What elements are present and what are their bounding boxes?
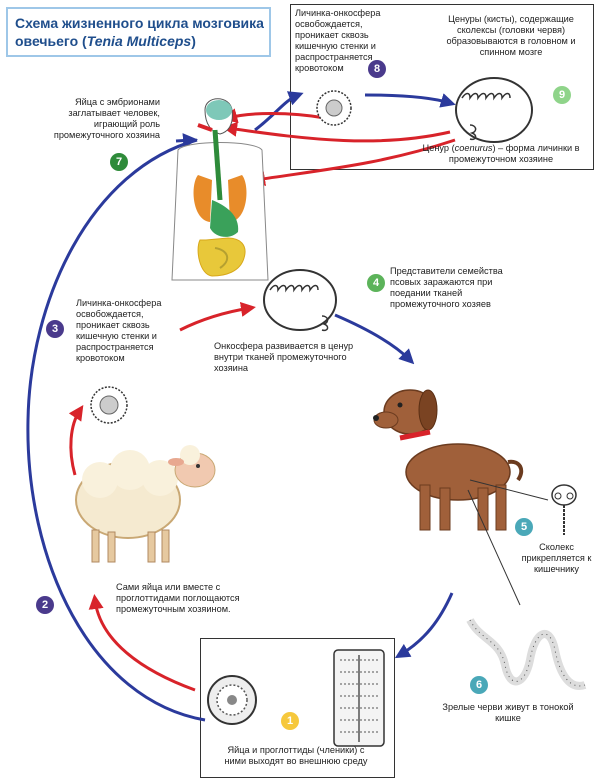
- dog-icon: [373, 390, 521, 530]
- proglottid-icon: [334, 650, 384, 746]
- step-2-badge: 2: [36, 596, 54, 614]
- step-4-text: Представители семейства псовых заражаютс…: [390, 266, 520, 310]
- coenurus-caption: Ценур (coenurus) – форма личинки в проме…: [416, 143, 586, 165]
- step-7-text: Яйца с эмбрионами заглатывает человек, и…: [30, 97, 160, 141]
- step-8-text: Личинка-онкосфера освобождается, проника…: [295, 8, 407, 74]
- step-9-badge: 9: [553, 86, 571, 104]
- coenurus-box-icon: [456, 78, 532, 142]
- oncosphere-icon: [91, 387, 127, 423]
- coenurus-icon: [264, 270, 336, 330]
- step-1-badge: 1: [281, 712, 299, 730]
- human-organs-icon: [172, 99, 268, 280]
- step-6-badge: 6: [470, 676, 488, 694]
- step-7-badge: 7: [110, 153, 128, 171]
- arrow-left-arc-head: [176, 140, 192, 141]
- arrow-sheep-to-oncosphere: [71, 410, 80, 475]
- scolex-icon: [552, 485, 576, 535]
- step-3-text: Личинка-онкосфера освобождается, проника…: [76, 298, 176, 364]
- worm-pointer: [468, 490, 520, 605]
- arrow-dog-to-eggs: [400, 593, 452, 655]
- sheep-icon: [76, 445, 215, 562]
- egg-icon: [208, 676, 256, 724]
- step-4-badge: 4: [367, 274, 385, 292]
- oncosphere-caption: Онкосфера развивается в ценур внутри тка…: [214, 341, 364, 374]
- step-1-text: Яйца и проглоттиды (членики) с ними выхо…: [216, 745, 376, 767]
- step-6-text: Зрелые черви живут в тонокой кишке: [433, 702, 583, 724]
- step-9-text: Ценуры (кисты), содержащие сколексы (гол…: [432, 14, 590, 58]
- arrow-to-brain: [228, 114, 325, 119]
- step-5-text: Сколекс прикрепляется к кишечнику: [519, 542, 594, 575]
- step-2-text: Сами яйца или вместе с проглоттидами пог…: [116, 582, 268, 615]
- arrow-9-to-brain: [228, 128, 450, 141]
- step-5-badge: 5: [515, 518, 533, 536]
- step-3-badge: 3: [46, 320, 64, 338]
- tapeworm-icon: [470, 620, 585, 686]
- oncosphere-box-icon: [317, 91, 351, 125]
- arrow-8-to-9: [365, 95, 450, 103]
- arrow-to-coenurus: [180, 308, 250, 330]
